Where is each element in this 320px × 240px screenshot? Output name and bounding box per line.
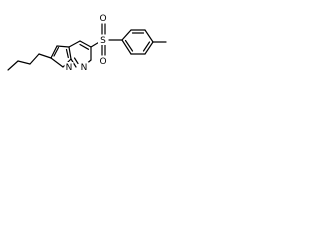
atom-oxygen-top-bg	[98, 13, 108, 23]
atom-n-ring-bg	[79, 62, 89, 72]
bond-5ring-c-inner	[65, 48, 69, 59]
atom-oxygen-top-label: O	[99, 14, 106, 24]
bond-6ring-b	[79, 40, 92, 48]
atom-oxygen-bottom-bg	[98, 56, 108, 66]
bond-benz-f-inner	[124, 39, 134, 52]
atom-sulfur-label: S	[100, 36, 106, 46]
bond-benz-d-inner	[142, 41, 151, 52]
chemical-structure-diagram: N N S O O	[7, 13, 167, 73]
bond-benz-f	[121, 39, 132, 55]
bond-5ring-c	[68, 46, 72, 60]
tolyl-ring	[121, 29, 167, 55]
atom-oxygen-bottom-label: O	[99, 57, 106, 67]
bond-c2-c3	[17, 60, 31, 65]
bond-benz-c	[144, 29, 154, 43]
atom-labels: N N S O O	[64, 13, 108, 73]
bond-6ring-b-inner	[79, 43, 90, 50]
bond-benz-a	[121, 29, 132, 41]
atom-n-bridge-label: N	[66, 63, 73, 73]
butyl-chain	[7, 53, 52, 71]
atom-n-ring-label: N	[81, 63, 88, 73]
bond-c3-c4	[29, 53, 40, 65]
bond-6ring-a	[68, 40, 81, 48]
bond-5ring-a-inner	[53, 46, 60, 57]
bond-5ring-e	[50, 57, 64, 68]
structure-canvas: N N S O O	[0, 0, 199, 81]
bond-5ring-b	[56, 45, 70, 48]
bond-6ring-e-inner	[73, 57, 79, 65]
bond-benz-d	[144, 41, 154, 55]
atom-sulfur-bg	[98, 35, 108, 45]
bond-c1-c2	[7, 60, 19, 71]
atom-n-bridge-bg	[64, 62, 74, 72]
bond-5ring-a	[50, 45, 58, 59]
bond-c4-ring	[38, 53, 52, 59]
